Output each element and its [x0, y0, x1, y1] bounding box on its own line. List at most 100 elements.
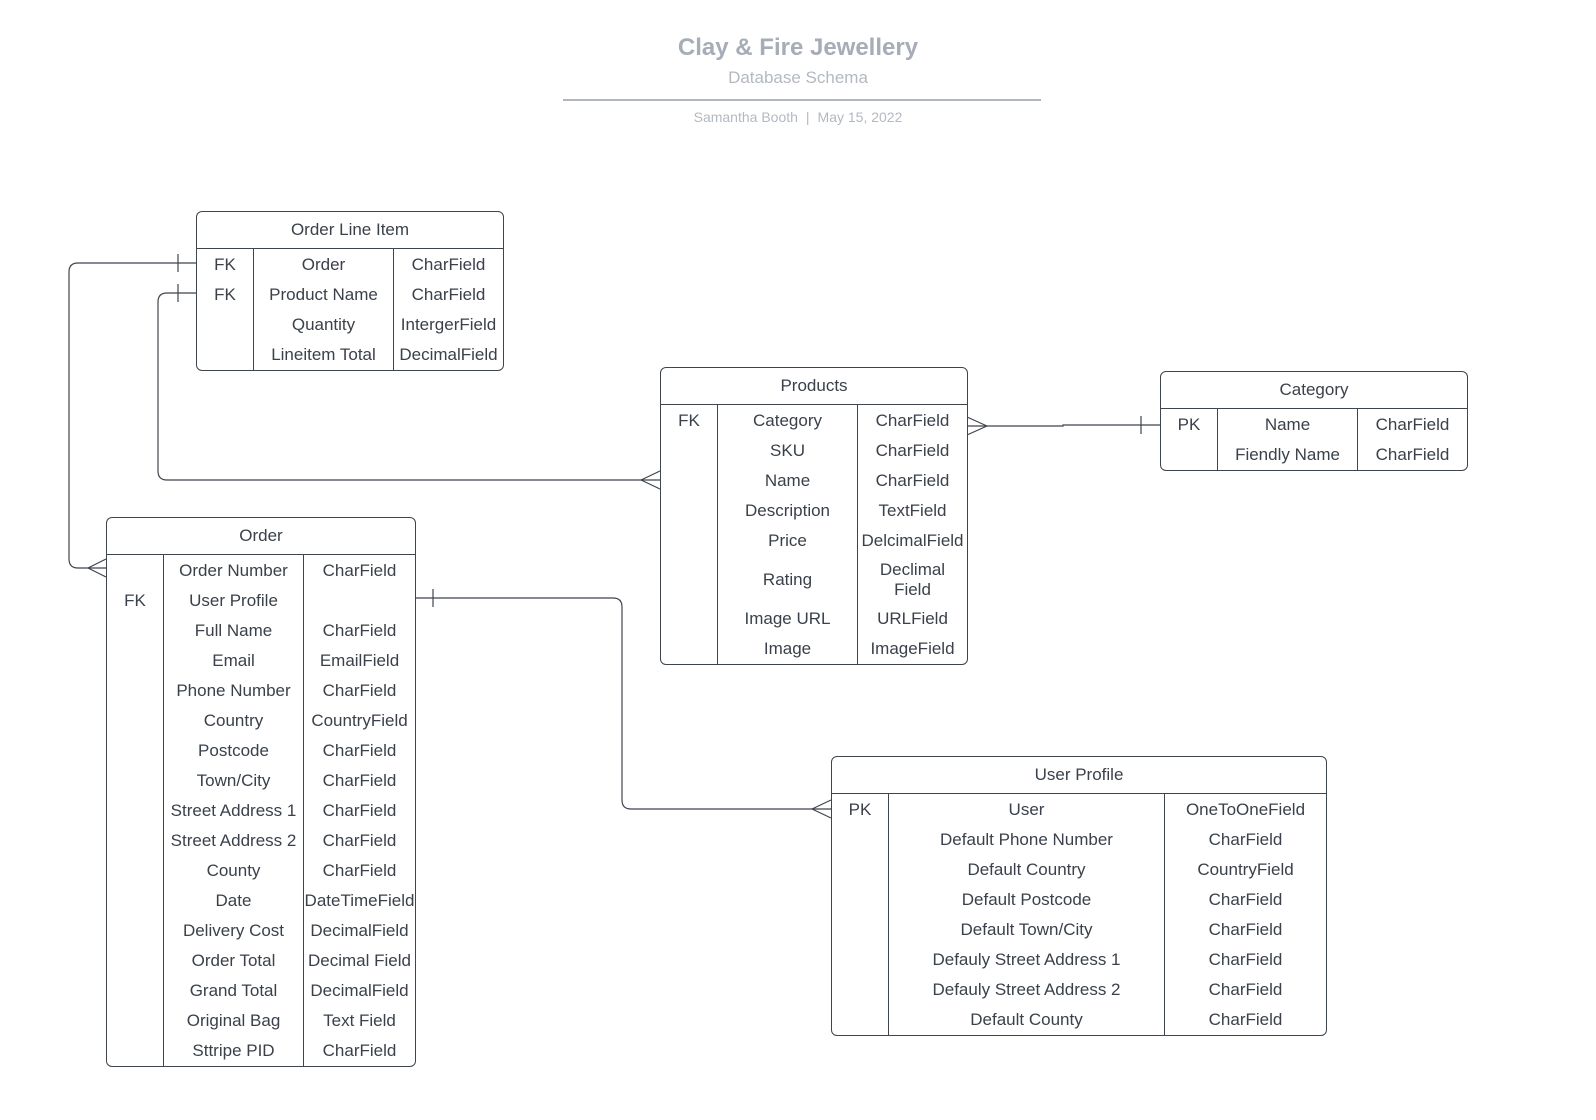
field-cell: Default Town/City: [960, 920, 1093, 939]
key-column: FK: [661, 405, 717, 664]
type-cell: [304, 586, 415, 616]
type-cell: Decimal Field: [308, 951, 411, 970]
key-cell: [197, 340, 253, 370]
relationship-orderlineitem-order: [68, 254, 196, 578]
field-cell: Product Name: [269, 285, 378, 304]
key-cell: [661, 526, 717, 556]
entity-title: Order: [107, 518, 415, 555]
entity-title: Order Line Item: [197, 212, 503, 249]
field-cell: Postcode: [198, 741, 269, 760]
key-cell: [832, 825, 888, 855]
type-column: CharField CharField: [1357, 409, 1467, 470]
type-cell: Text Field: [323, 1011, 396, 1030]
type-cell: CharField: [322, 741, 397, 760]
type-cell: CharField: [1375, 415, 1450, 434]
type-column: CharField CharField CharField TextField …: [857, 405, 967, 664]
key-cell: [107, 976, 163, 1006]
type-cell: CharField: [411, 285, 486, 304]
field-cell: Delivery Cost: [182, 921, 285, 940]
entity-title: User Profile: [832, 757, 1326, 794]
key-cell: [832, 975, 888, 1005]
type-cell: IntergerField: [400, 315, 497, 334]
header-divider: [563, 99, 1041, 101]
entity-title: Products: [661, 368, 967, 405]
type-cell: CharField: [322, 1041, 397, 1060]
key-cell: [107, 916, 163, 946]
type-cell: CharField: [1208, 950, 1283, 969]
key-column: FK: [107, 555, 163, 1066]
type-cell: CharField: [322, 801, 397, 820]
field-cell: Sttripe PID: [192, 1041, 275, 1060]
key-cell: FK: [214, 255, 236, 274]
author: Samantha Booth: [693, 109, 798, 125]
key-cell: [107, 796, 163, 826]
field-cell: Default Phone Number: [940, 830, 1113, 849]
key-cell: [661, 556, 717, 604]
key-cell: [661, 466, 717, 496]
relationship-order-userprofile: [414, 589, 832, 819]
entity-user-profile: User Profile PK User Default Phone Numbe…: [831, 756, 1327, 1036]
entity-order: Order FK Order Number User Profile Full …: [106, 517, 416, 1067]
type-cell: URLField: [877, 609, 948, 628]
type-cell: CharField: [875, 471, 950, 490]
key-cell: [832, 855, 888, 885]
field-cell: Default County: [970, 1010, 1083, 1029]
type-cell: CharField: [1208, 1010, 1283, 1029]
key-cell: [107, 736, 163, 766]
key-cell: [197, 310, 253, 340]
type-cell: DelcimalField: [861, 531, 964, 550]
field-cell: Date: [215, 891, 252, 910]
field-cell: Full Name: [194, 621, 273, 640]
field-column: Category SKU Name Description Price Rati…: [717, 405, 857, 664]
field-cell: Name: [1264, 415, 1311, 434]
type-cell: CharField: [1375, 445, 1450, 464]
field-cell: User Profile: [189, 591, 278, 610]
field-column: Name Fiendly Name: [1217, 409, 1357, 470]
entity-order-line-item: Order Line Item FK FK Order Product Name…: [196, 211, 504, 371]
type-cell: DecimalField: [399, 345, 498, 364]
field-cell: Street Address 2: [170, 831, 297, 850]
key-column: FK FK: [197, 249, 253, 370]
type-cell: CharField: [1208, 830, 1283, 849]
type-cell: CharField: [1208, 980, 1283, 999]
field-cell: Order Total: [191, 951, 276, 970]
key-cell: [661, 604, 717, 634]
field-cell: Price: [768, 531, 807, 550]
byline: Samantha Booth|May 15, 2022: [0, 109, 1596, 125]
field-cell: SKU: [770, 441, 805, 460]
type-cell: CharField: [411, 255, 486, 274]
key-cell: [107, 1006, 163, 1036]
key-cell: [107, 556, 163, 586]
type-cell: ImageField: [870, 639, 955, 658]
relationship-products-category: [966, 416, 1160, 436]
type-cell: DecimalField: [310, 921, 409, 940]
key-cell: FK: [214, 285, 236, 304]
field-cell: Name: [764, 471, 811, 490]
field-cell: Town/City: [196, 771, 271, 790]
type-cell: CharField: [322, 831, 397, 850]
type-cell: TextField: [878, 501, 947, 520]
key-cell: [107, 616, 163, 646]
key-cell: [661, 436, 717, 466]
key-cell: [107, 946, 163, 976]
key-cell: [107, 646, 163, 676]
type-cell: CountryField: [1197, 860, 1294, 879]
diagram-title: Clay & Fire Jewellery: [677, 34, 919, 61]
type-cell: Declimal Field: [879, 560, 946, 599]
key-cell: [107, 886, 163, 916]
type-cell: CharField: [322, 681, 397, 700]
type-column: OneToOneField CharField CountryField Cha…: [1164, 794, 1326, 1035]
type-cell: OneToOneField: [1185, 800, 1306, 819]
field-cell: Category: [753, 411, 822, 430]
entity-products: Products FK Category SKU Name Descriptio…: [660, 367, 968, 665]
key-cell: [107, 766, 163, 796]
field-cell: Grand Total: [189, 981, 278, 1000]
type-cell: CharField: [322, 621, 397, 640]
type-cell: DecimalField: [310, 981, 409, 1000]
key-cell: [107, 826, 163, 856]
field-cell: Email: [212, 651, 255, 670]
type-column: CharField CharField EmailField CharField…: [303, 555, 415, 1066]
byline-separator: |: [805, 109, 810, 125]
key-cell: [832, 1005, 888, 1035]
